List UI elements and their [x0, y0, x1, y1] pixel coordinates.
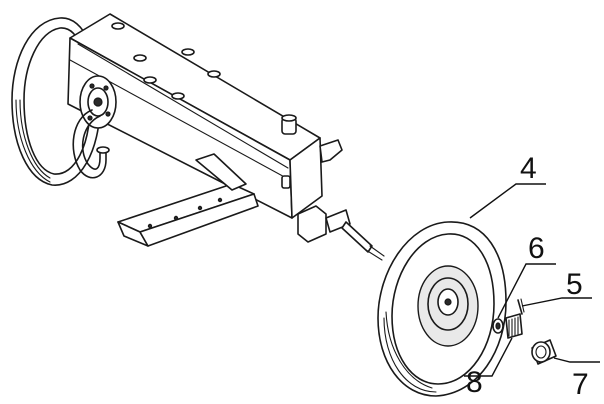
callout-label-7: 7 — [572, 368, 589, 401]
bracket-plate — [117, 153, 259, 247]
callout-label-8: 8 — [466, 366, 483, 399]
callout-5: 5 — [521, 268, 592, 307]
cotter-pin-part — [517, 298, 525, 315]
hose-pipe — [72, 109, 110, 179]
callout-8: 8 — [464, 337, 513, 399]
right-wheel — [377, 221, 507, 397]
callout-4: 4 — [469, 152, 546, 219]
callout-label-4: 4 — [520, 152, 537, 185]
end-cap-part — [531, 339, 557, 365]
callout-7: 7 — [553, 357, 600, 401]
callout-label-6: 6 — [528, 232, 545, 265]
callout-label-5: 5 — [566, 268, 583, 301]
callout-6: 6 — [497, 232, 556, 319]
chassis-frame — [67, 13, 343, 219]
washer-part — [492, 318, 504, 334]
bushing-part — [505, 313, 523, 339]
left-hub — [79, 75, 117, 129]
axle-shaft — [297, 205, 385, 261]
